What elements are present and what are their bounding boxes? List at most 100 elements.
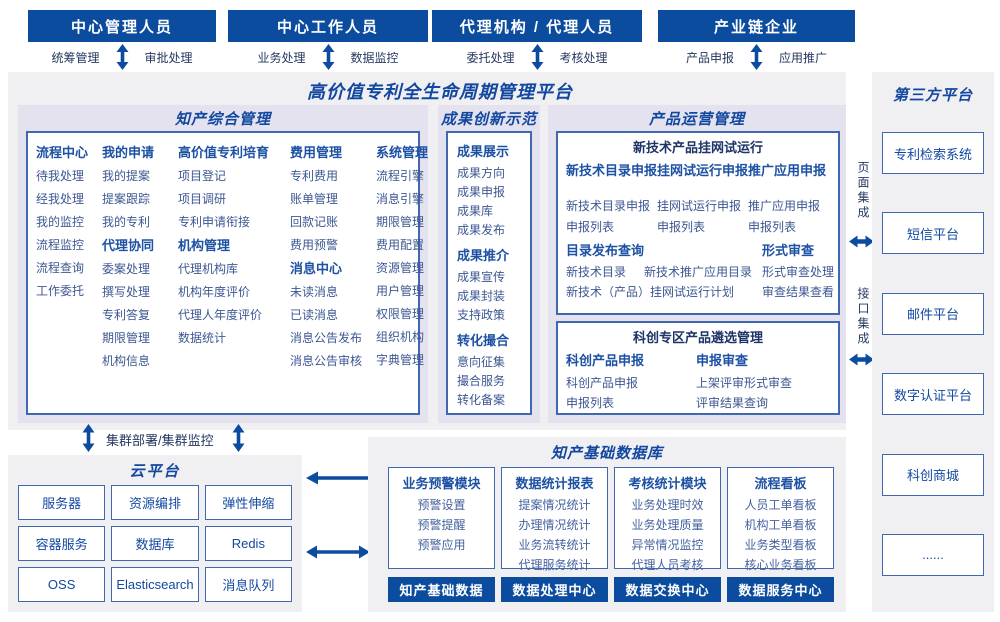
left-arrow-icon: [306, 471, 370, 485]
menu-item: 新技术目录: [566, 265, 627, 279]
menu-group-header: 目录发布查询: [566, 243, 645, 258]
section-title: 成果创新示范: [440, 110, 537, 128]
third-party-system-box: 邮件平台: [882, 292, 984, 335]
menu-group-header: 系统管理: [376, 145, 429, 160]
role-functions: 产品申报 应用推广: [658, 42, 855, 72]
v-double-arrow-icon: [531, 44, 543, 70]
menu-item: 提案情况统计: [518, 498, 591, 512]
menu-item: 期限管理: [102, 331, 151, 345]
api-integration-label: 接口集成: [856, 287, 870, 347]
menu-item: 成果发布: [457, 223, 506, 237]
role-title-bar: 中心管理人员: [28, 10, 216, 42]
menu-group-header: 成果推介: [457, 248, 510, 263]
role-title-bar: 产业链企业: [658, 10, 855, 42]
menu-item: 待我处理: [36, 169, 85, 183]
menu-group-header: 考核统计模块: [628, 476, 707, 491]
third-party-system-box: ......: [882, 533, 984, 576]
menu-group-header: 新技术目录申报: [566, 163, 658, 178]
menu-item: 支持政策: [457, 308, 506, 322]
menu-item: 消息引擎: [376, 192, 425, 206]
section-product-operation: 产品运营管理 新技术产品挂网试运行 新技术目录申报 新技术目录申报申报列表 挂网…: [548, 105, 846, 423]
data-center-bar: 知产基础数据: [388, 577, 495, 602]
menu-group-header: 成果展示: [457, 144, 510, 159]
menu-group-header: 挂网试运行申报: [657, 163, 749, 178]
section-achievement-demo: 成果创新示范 成果展示 成果方向成果申报成果库成果发布 成果推介 成果宣传成果封…: [438, 105, 540, 423]
menu-group-header: 费用管理: [290, 145, 343, 160]
menu-item: 我的提案: [102, 169, 151, 183]
h-double-arrow-icon: [306, 545, 370, 559]
subsection-new-tech-trial: 新技术产品挂网试运行 新技术目录申报 新技术目录申报申报列表 挂网试运行申报 挂…: [556, 131, 840, 315]
menu-item: 项目登记: [178, 169, 227, 183]
cloud-service-box: 服务器: [18, 485, 106, 520]
database-module-box: 业务预警模块 预警设置预警提醒预警应用: [388, 467, 495, 569]
menu-item: 业务流转统计: [518, 538, 591, 552]
cloud-service-box: OSS: [18, 567, 106, 602]
role-function-left: 产品申报: [685, 50, 734, 65]
menu-column: 费用管理 专利费用账单管理回款记账费用预警 消息中心 未读消息已读消息消息公告发…: [290, 141, 376, 373]
menu-column: 挂网试运行申报 挂网试运行申报申报列表: [657, 159, 748, 238]
menu-item: 权限管理: [376, 307, 425, 321]
section-title: 知产综合管理: [174, 110, 271, 128]
menu-item: 推广应用申报: [748, 199, 821, 213]
menu-column: 推广应用申报 推广应用申报申报列表: [748, 159, 826, 238]
subsection-sci-innovation-selection: 科创专区产品遴选管理 科创产品申报 科创产品申报申报列表 申报审查 上架评审形式…: [556, 321, 840, 415]
database-module-box: 流程看板 人员工单看板机构工单看板业务类型看板核心业务看板: [727, 467, 834, 572]
ip-base-database-panel: 知产基础数据库 业务预警模块 预警设置预警提醒预警应用 数据统计报表 提案情况统…: [368, 437, 846, 612]
section-body: 成果展示 成果方向成果申报成果库成果发布 成果推介 成果宣传成果封装支持政策 转…: [446, 131, 532, 415]
menu-group: 成果展示 成果方向成果申报成果库成果发布: [457, 139, 528, 240]
menu-item: 形式审查处理: [762, 265, 835, 279]
cloud-service-box: 弹性伸缩: [204, 485, 292, 520]
h-double-arrow-icon: [849, 235, 874, 248]
menu-item: 账单管理: [290, 192, 339, 206]
third-party-title: 第三方平台: [892, 87, 973, 104]
menu-item: 用户管理: [376, 284, 425, 298]
menu-item: 预警应用: [417, 538, 466, 552]
menu-group-header: 科创产品申报: [566, 353, 645, 368]
menu-group-header: 流程中心: [36, 145, 89, 160]
role-function-left: 统筹管理: [51, 50, 100, 65]
v-double-arrow-icon: [82, 424, 95, 452]
data-center-bar: 数据交换中心: [614, 577, 721, 602]
menu-item: 业务处理时效: [631, 498, 704, 512]
menu-item: 机构信息: [102, 354, 151, 368]
role-functions: 统筹管理 审批处理: [28, 42, 216, 72]
v-double-arrow-icon: [322, 44, 334, 70]
menu-item: 提案跟踪: [102, 192, 151, 206]
cluster-link-row: 集群部署/集群监控: [0, 424, 320, 454]
cloud-service-box: 资源编排: [111, 485, 199, 520]
cloud-service-box: Redis: [204, 526, 292, 561]
menu-group: 消息中心 未读消息已读消息消息公告发布消息公告审核: [290, 257, 376, 373]
formal-review-group: 形式审查 形式审查处理审查结果查看: [762, 238, 838, 302]
menu-item: 已读消息: [290, 308, 339, 322]
v-double-arrow-icon: [116, 44, 128, 70]
menu-group: 代理协同 委案处理撰写处理专利答复期限管理机构信息: [102, 234, 178, 373]
menu-group: 转化撮合 意向征集撮合服务转化备案: [457, 328, 528, 410]
menu-column: 流程中心 待我处理经我处理我的监控流程监控流程查询工作委托: [36, 141, 102, 373]
menu-item: 机构年度评价: [178, 285, 251, 299]
ip-base-database-title: 知产基础数据库: [550, 445, 663, 462]
subsection-title: 科创专区产品遴选管理: [632, 330, 763, 345]
menu-item: 费用配置: [376, 238, 425, 252]
menu-column: 新技术目录申报 新技术目录申报申报列表: [566, 159, 657, 238]
menu-item: 异常情况监控: [631, 538, 704, 552]
role-function-left: 业务处理: [257, 50, 306, 65]
menu-item: 成果库: [457, 204, 494, 218]
menu-item: 申报列表: [566, 396, 615, 410]
menu-group-header: 我的申请: [102, 145, 155, 160]
section-title: 产品运营管理: [648, 110, 745, 128]
menu-group-header: 流程看板: [754, 476, 807, 491]
menu-item: 我的专利: [102, 215, 151, 229]
page-integration-label: 页面集成: [856, 161, 870, 221]
menu-item: 业务类型看板: [744, 538, 817, 552]
menu-item: 机构工单看板: [744, 518, 817, 532]
role-function-left: 委托处理: [466, 50, 515, 65]
cloud-platform-title: 云平台: [129, 463, 181, 480]
data-center-bar: 数据服务中心: [727, 577, 834, 602]
menu-item: 我的监控: [36, 215, 85, 229]
menu-item: 撰写处理: [102, 285, 151, 299]
menu-group-header: 数据统计报表: [515, 476, 594, 491]
menu-item: 新技术目录申报: [566, 199, 651, 213]
role-function-right: 应用推广: [779, 50, 828, 65]
menu-item: 核心业务看板: [744, 558, 817, 572]
